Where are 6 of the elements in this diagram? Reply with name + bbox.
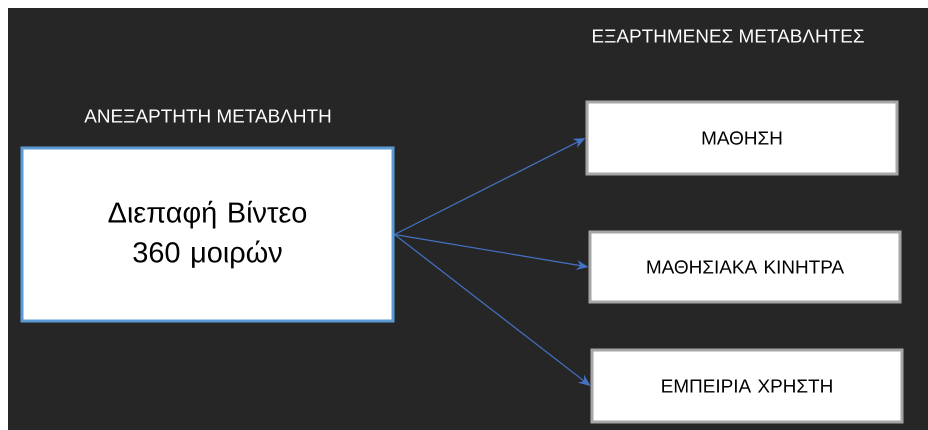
heading: ΑΝΕΞΑΡΤΗΤΗ ΜΕΤΑΒΛΗΤΗ [84, 110, 330, 123]
heading: ΕΞΑΡΤΗΜΕΝΕΣ ΜΕΤΑΒΛΗΤΕΣ [593, 30, 864, 43]
variable-box: Διεπαφή Βίντεο 360 μοιρών [20, 146, 394, 322]
variable-box: ΜΑΘΗΣΗ [586, 100, 898, 176]
variable-box: ΕΜΠΕΙΡΙΑ ΧΡΗΣΤΗ [590, 348, 904, 424]
variable-box: ΜΑΘΗΣΙΑΚΑ ΚΙΝΗΤΡΑ [588, 230, 902, 304]
